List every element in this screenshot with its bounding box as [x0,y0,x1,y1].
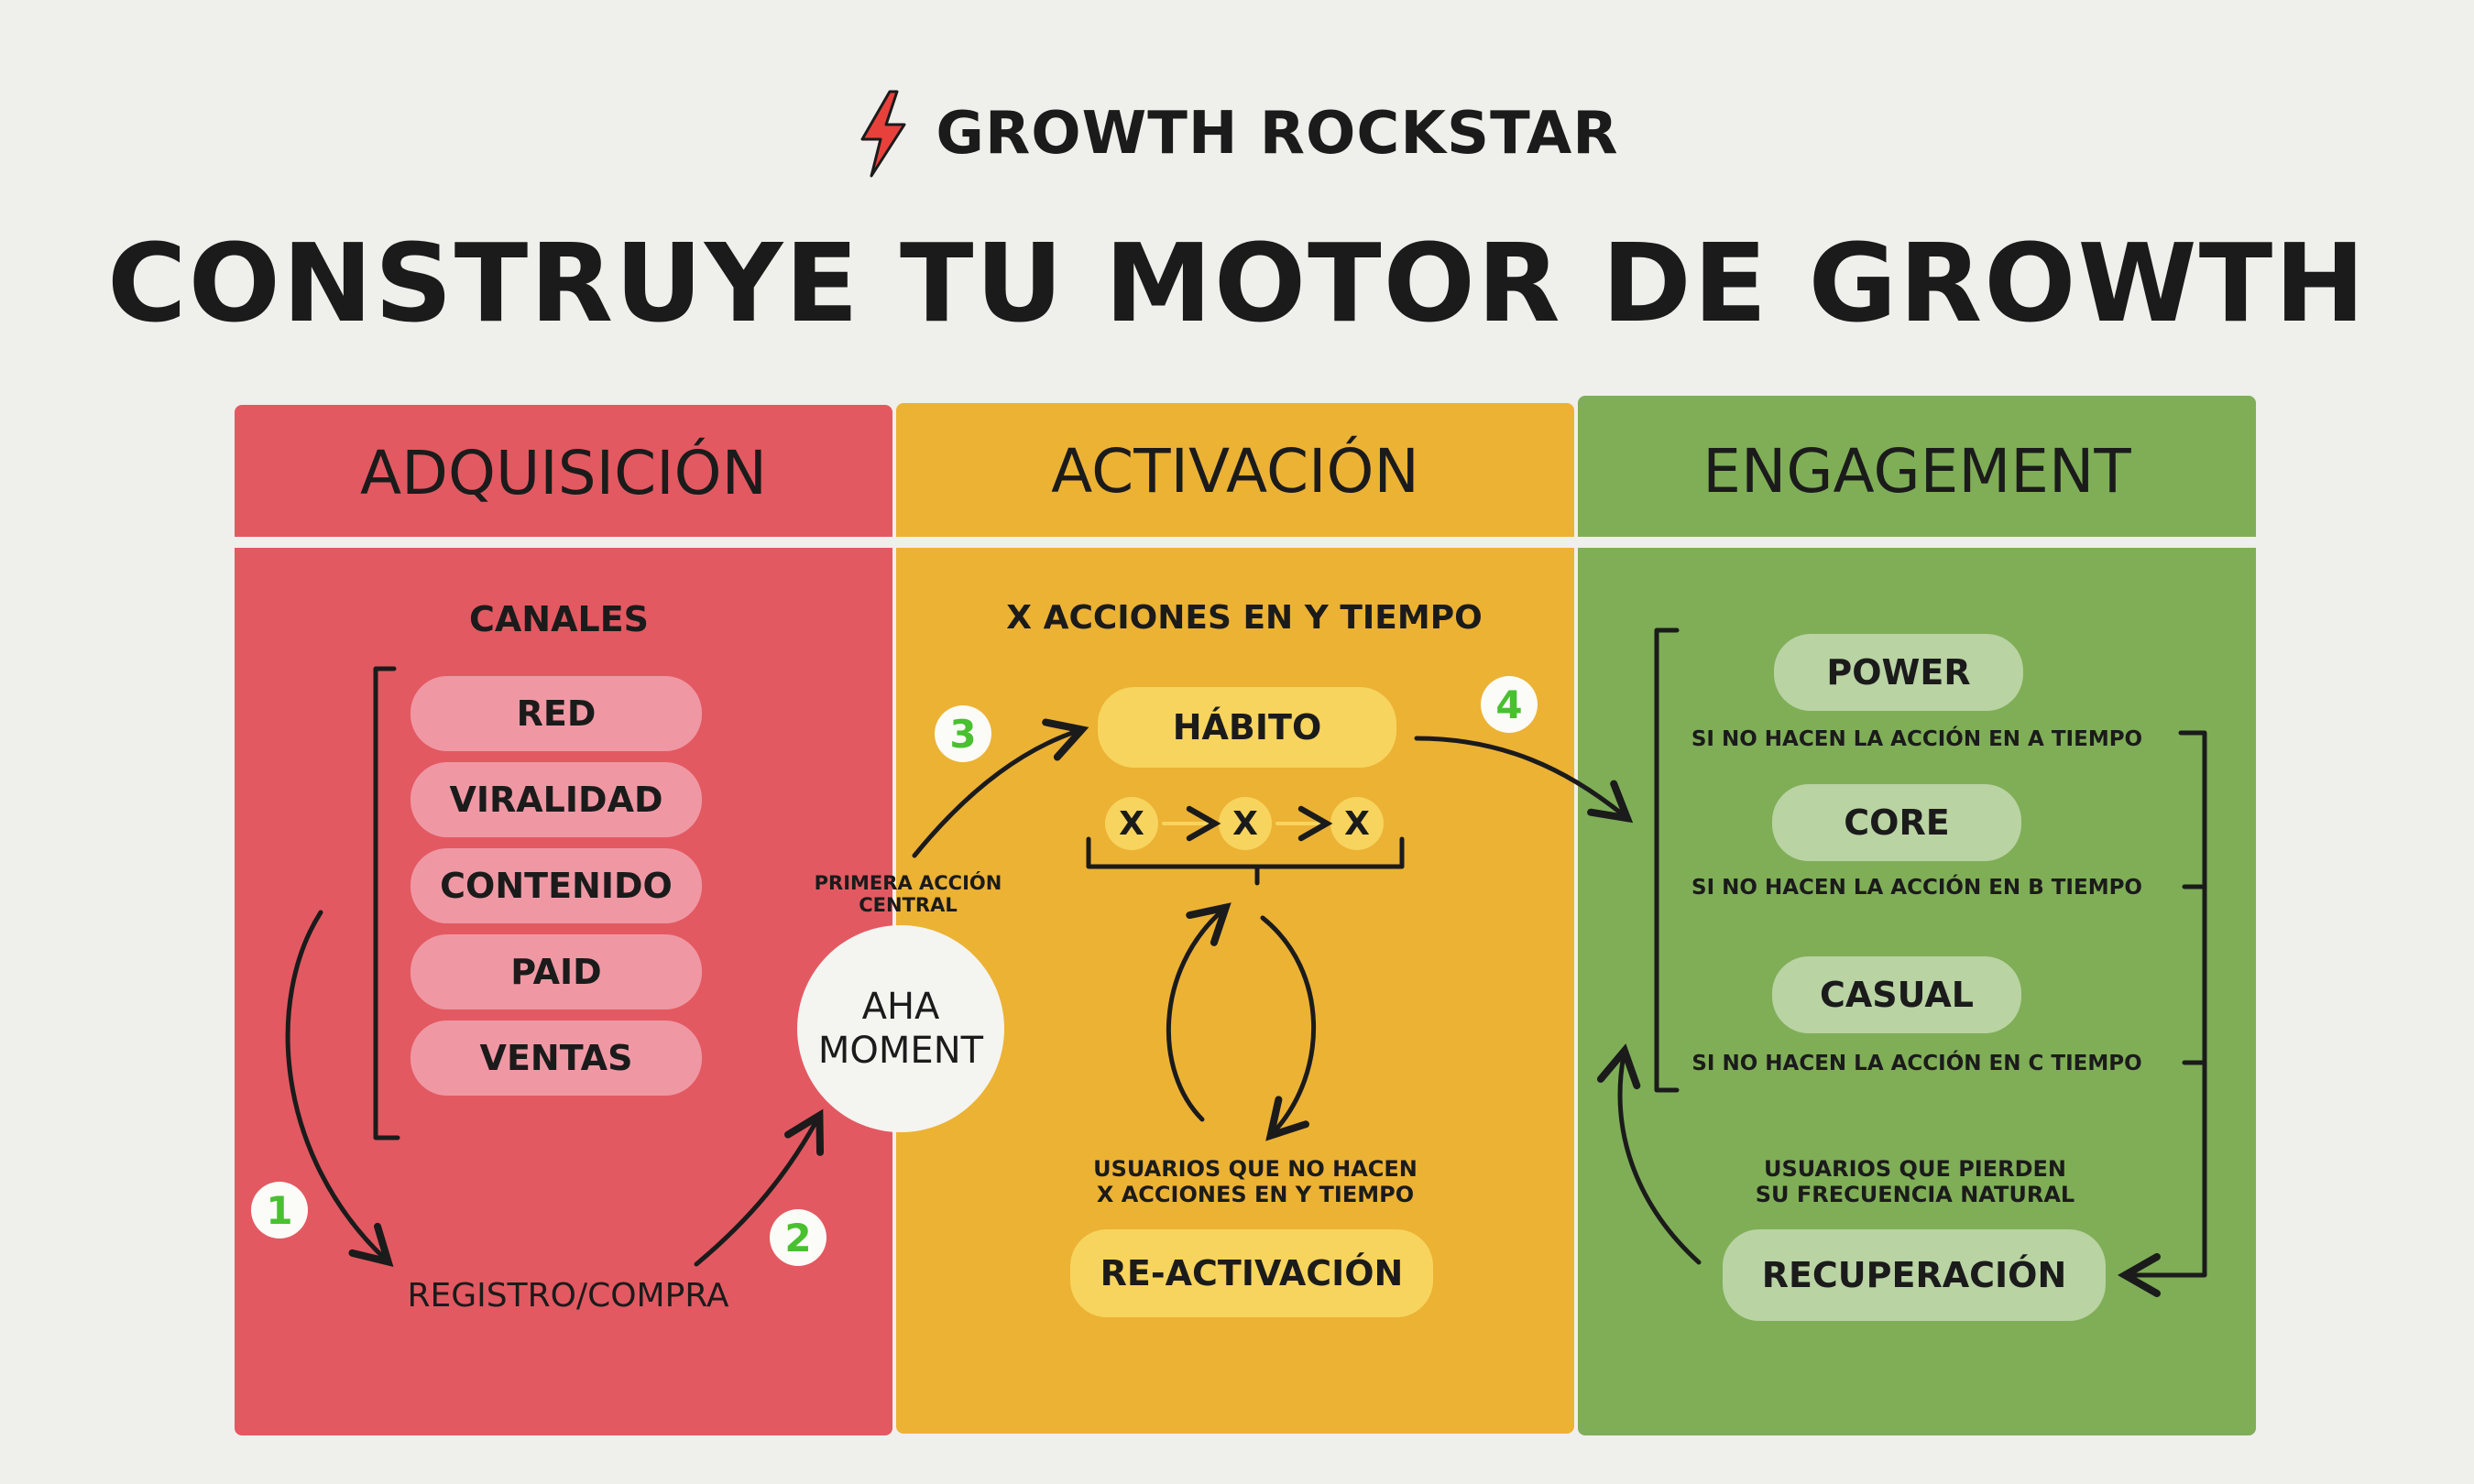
reactivacion-pill: RE-ACTIVACIÓN [1070,1229,1433,1317]
step-4-badge: 4 [1481,676,1538,733]
brand-name: GROWTH ROCKSTAR [936,100,1619,168]
casual-pill: CASUAL [1772,956,2021,1033]
engagement-heading: ENGAGEMENT [1702,436,2131,507]
loop-arrow-down [1260,915,1316,1141]
arrow-registro-to-aha [694,1108,825,1267]
channel-ventas: VENTAS [411,1020,702,1096]
canales-bracket [373,666,400,1140]
page-title: CONSTRUYE TU MOTOR DE GROWTH [107,220,2367,346]
habito-pill: HÁBITO [1098,687,1396,768]
actions-brace [1086,836,1405,886]
no-hacen-note: USUARIOS QUE NO HACEN X ACCIONES EN Y TI… [1054,1156,1457,1207]
step-3-badge: 3 [935,705,991,762]
arrow-recuperacion-up [1596,1043,1702,1265]
header-divider [235,537,2256,548]
power-note: SI NO HACEN LA ACCIÓN EN A TIEMPO [1691,727,2143,751]
loop-arrow-up [1166,902,1232,1122]
activacion-heading: ACTIVACIÓN [1051,436,1419,507]
no-hacen-line-2: X ACCIONES EN Y TIEMPO [1096,1182,1415,1207]
step-1-badge: 1 [251,1182,308,1238]
action-node-3: X [1330,797,1384,850]
adquisicion-heading: ADQUISICIÓN [360,438,767,508]
engagement-bracket [1654,627,1680,1093]
action-node-1: X [1105,797,1158,850]
aha-moment-circle: AHA MOMENT [797,925,1004,1132]
arrow-aha-to-habito [912,718,1089,858]
pierden-line-1: USUARIOS QUE PIERDEN [1764,1156,2066,1182]
channel-red: RED [411,676,702,751]
acciones-heading: X ACCIONES EN Y TIEMPO [1006,599,1483,637]
aha-line-2: MOMENT [817,1030,984,1072]
core-pill: CORE [1772,784,2021,861]
brand-header: GROWTH ROCKSTAR [0,88,2474,180]
lightning-bolt-icon [860,90,906,178]
channel-paid: PAID [411,934,702,1009]
power-pill: POWER [1774,634,2023,711]
canales-heading: CANALES [468,599,650,639]
pierden-line-2: SU FRECUENCIA NATURAL [1755,1182,2075,1207]
casual-note: SI NO HACEN LA ACCIÓN EN C TIEMPO [1691,1052,2142,1075]
aha-line-1: AHA [861,986,940,1028]
no-hacen-line-1: USUARIOS QUE NO HACEN [1093,1156,1418,1182]
step-2-badge: 2 [770,1209,826,1266]
pierden-note: USUARIOS QUE PIERDEN SU FRECUENCIA NATUR… [1723,1156,2107,1207]
channel-contenido: CONTENIDO [411,848,702,923]
recuperacion-pill: RECUPERACIÓN [1723,1229,2106,1321]
arrow-canales-to-registro [285,910,394,1268]
channel-viralidad: VIRALIDAD [411,762,702,837]
fallback-line [2117,730,2207,1297]
action-node-2: X [1219,797,1272,850]
primera-accion-label: PRIMERA ACCIÓN CENTRAL [814,872,1002,916]
arrow-habito-to-engagement [1414,736,1634,824]
registro-compra-label: REGISTRO/COMPRA [407,1277,729,1315]
core-note: SI NO HACEN LA ACCIÓN EN B TIEMPO [1691,876,2142,900]
